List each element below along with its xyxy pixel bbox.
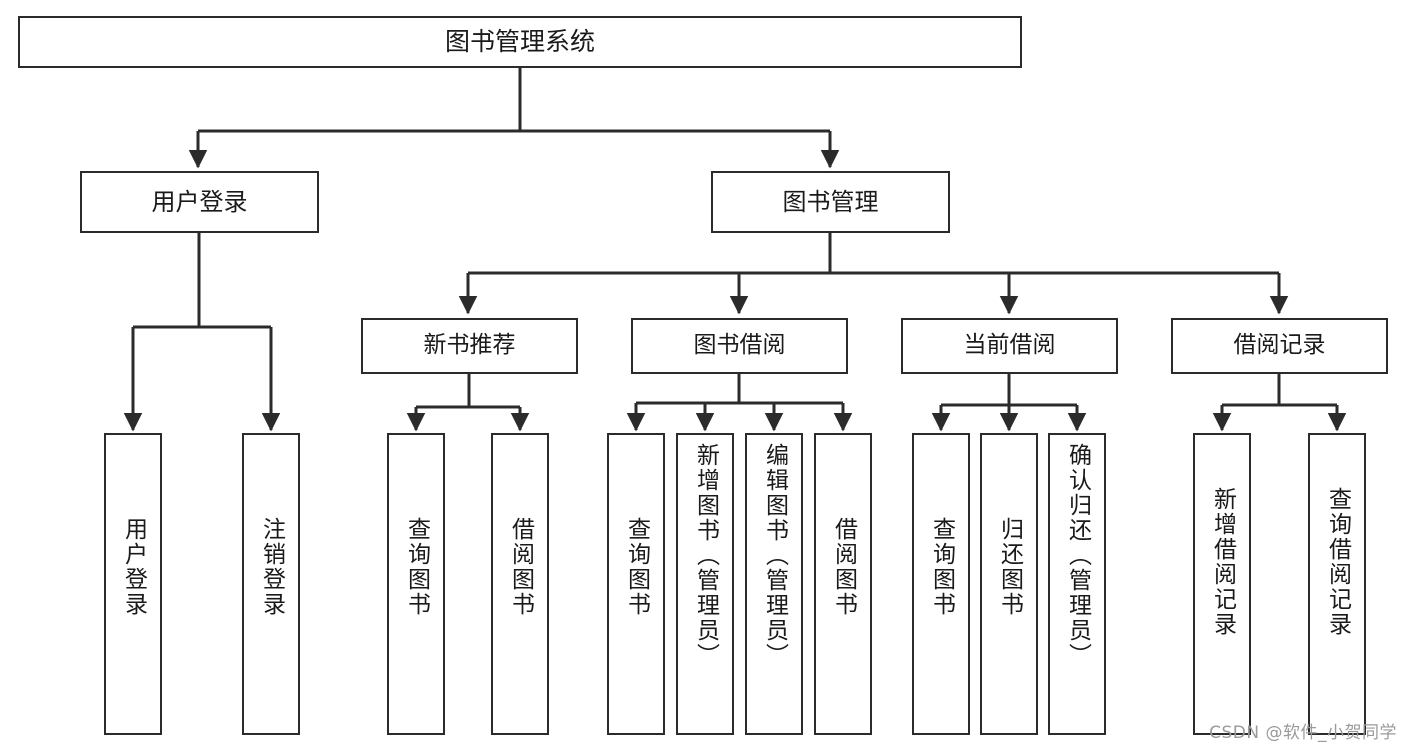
node-label: 新增图书（管理员）: [692, 443, 719, 668]
leaf-user-login[interactable]: 用户登录: [104, 433, 162, 735]
node-current-borrow[interactable]: 当前借阅: [901, 318, 1118, 374]
node-label: 查询图书: [928, 517, 955, 617]
leaf-query-book-current[interactable]: 查询图书: [912, 433, 970, 735]
node-new-book-recommend[interactable]: 新书推荐: [361, 318, 578, 374]
leaf-query-book-borrow[interactable]: 查询图书: [607, 433, 665, 735]
node-label: 归还图书: [996, 517, 1023, 617]
leaf-query-book-recommend[interactable]: 查询图书: [387, 433, 445, 735]
node-label: 新书推荐: [423, 332, 516, 359]
leaf-logout[interactable]: 注销登录: [242, 433, 300, 735]
node-label: 图书借阅: [693, 332, 786, 359]
node-label: 当前借阅: [963, 332, 1056, 359]
leaf-confirm-return-admin[interactable]: 确认归还（管理员）: [1048, 433, 1106, 735]
node-book-management[interactable]: 图书管理: [711, 171, 950, 233]
node-label: 图书管理: [782, 187, 879, 216]
node-label: 借阅记录: [1233, 332, 1326, 359]
node-label: 图书管理系统: [444, 27, 595, 57]
node-label: 编辑图书（管理员）: [761, 443, 788, 668]
node-root-system[interactable]: 图书管理系统: [18, 16, 1022, 68]
leaf-borrow-book-recommend[interactable]: 借阅图书: [491, 433, 549, 735]
node-label: 注销登录: [258, 517, 285, 617]
node-user-login[interactable]: 用户登录: [80, 171, 319, 233]
leaf-query-borrow-record[interactable]: 查询借阅记录: [1308, 433, 1366, 735]
leaf-edit-book-admin[interactable]: 编辑图书（管理员）: [745, 433, 803, 735]
node-label: 确认归还（管理员）: [1064, 443, 1091, 668]
node-label: 借阅图书: [507, 517, 534, 617]
node-label: 借阅图书: [830, 517, 857, 617]
node-book-borrow[interactable]: 图书借阅: [631, 318, 848, 374]
leaf-borrow-book[interactable]: 借阅图书: [814, 433, 872, 735]
leaf-return-book[interactable]: 归还图书: [980, 433, 1038, 735]
node-label: 查询借阅记录: [1324, 487, 1351, 637]
leaf-add-book-admin[interactable]: 新增图书（管理员）: [676, 433, 734, 735]
node-label: 用户登录: [151, 187, 248, 216]
node-label: 查询图书: [403, 517, 430, 617]
leaf-add-borrow-record[interactable]: 新增借阅记录: [1193, 433, 1251, 735]
node-label: 用户登录: [120, 517, 147, 617]
node-label: 查询图书: [623, 517, 650, 617]
node-label: 新增借阅记录: [1209, 487, 1236, 637]
node-borrow-record[interactable]: 借阅记录: [1171, 318, 1388, 374]
csdn-watermark: CSDN @软件_小贺同学: [1209, 723, 1397, 743]
